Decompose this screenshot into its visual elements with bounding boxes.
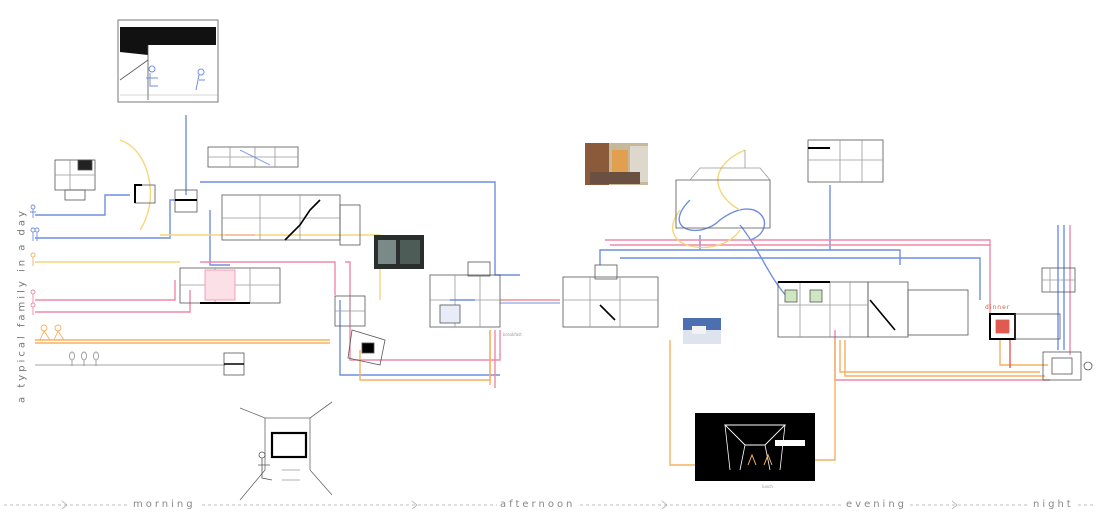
gray-member-icons [69, 351, 99, 366]
side-title-label: a typical family in a day [16, 208, 28, 403]
plan-study [223, 352, 245, 376]
phase-label-morning: morning [130, 499, 199, 510]
plan-dinner [989, 313, 1061, 340]
plan-night-upper [1041, 267, 1076, 293]
section-terrace [675, 150, 771, 229]
perspective-corner [347, 329, 386, 366]
family-flow-lines [35, 115, 1071, 466]
photo-atrium [585, 143, 648, 185]
section-upper-floor [207, 146, 299, 168]
plan-evening-living [777, 281, 969, 338]
phase-label-night: night [1030, 499, 1077, 510]
label-dinner: dinner [985, 304, 1011, 311]
label-breakfast: breakfast [503, 332, 522, 337]
family-member-icons [30, 204, 40, 241]
floor-plan-sketches [54, 139, 1093, 381]
plan-bedroom-upper [807, 139, 884, 183]
plan-living-room [179, 267, 281, 304]
plan-afternoon [562, 264, 659, 328]
perspective-night [1042, 351, 1093, 381]
top-left-sketch-frame [117, 19, 219, 103]
phase-label-afternoon: afternoon [497, 499, 579, 510]
bottom-left-perspective-sketch [239, 401, 333, 501]
photo-exterior [683, 318, 721, 344]
plan-entry [334, 295, 366, 327]
pink-member-icons [30, 289, 36, 315]
section-stairs [221, 194, 361, 246]
orange-member-icons [30, 252, 65, 341]
evening-black-sketch-frame [695, 413, 815, 481]
label-lunch: lunch [762, 484, 773, 489]
plan-breakfast [429, 261, 501, 328]
photo-interior-dark [374, 235, 424, 269]
phase-label-evening: evening [843, 499, 911, 510]
plan-bath [134, 184, 198, 213]
plan-kitchen-morning [54, 159, 96, 201]
